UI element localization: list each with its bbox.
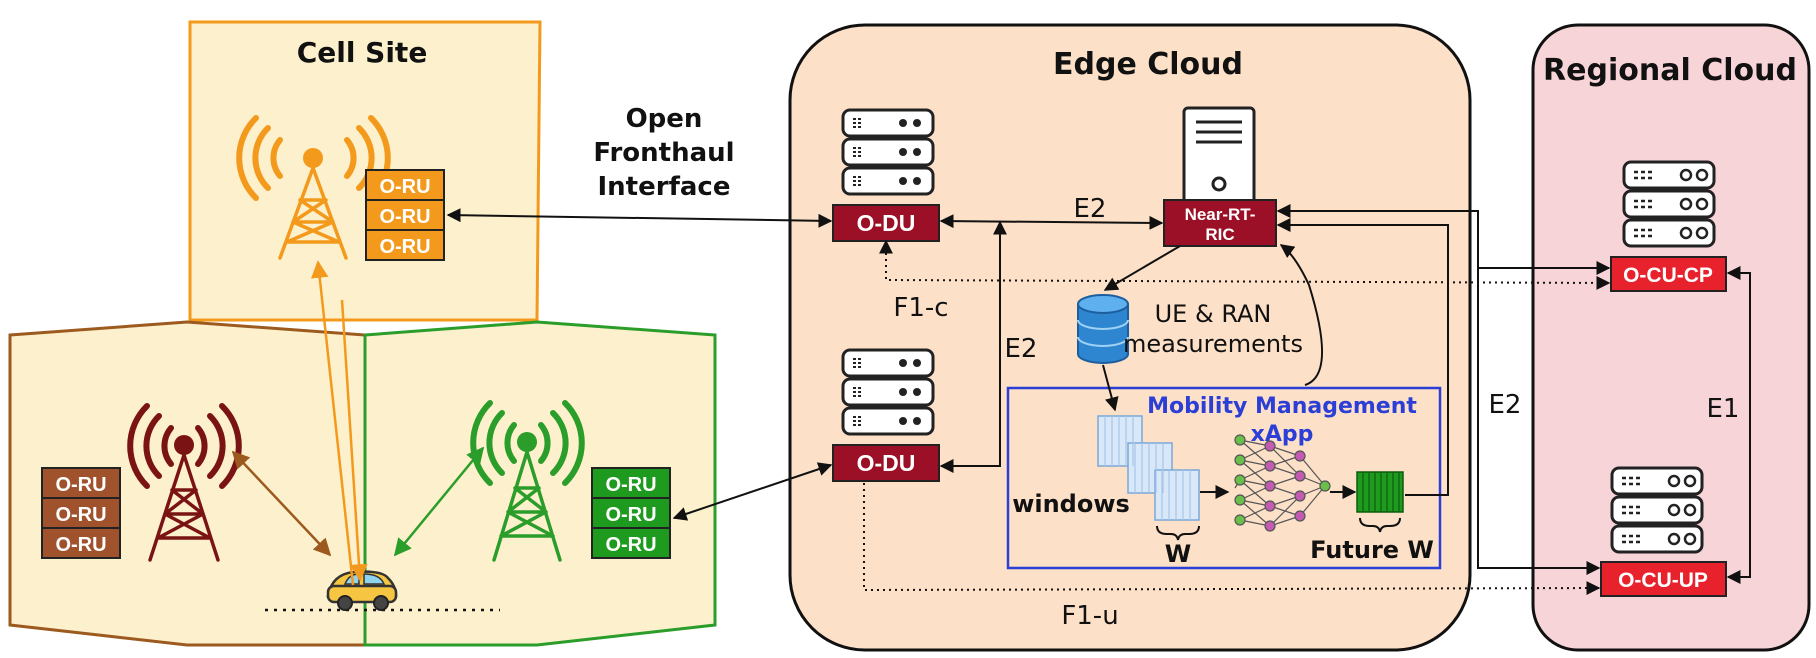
xapp-title-line1: Mobility Management — [1147, 394, 1417, 419]
xapp-title-line2: xApp — [1251, 422, 1314, 447]
ocucp-server-icon — [1622, 160, 1716, 248]
ocucp-ocuup-e1-arrow — [1726, 266, 1751, 584]
database-to-xapp-arrow — [1102, 364, 1119, 412]
f1c-dotted-link — [879, 239, 1611, 290]
odu-top-label: O-DU — [857, 210, 916, 236]
cell-site-title: Cell Site — [297, 36, 428, 69]
ru-orange-3: O-RU — [379, 236, 430, 258]
fronthaul-label-line1: Open — [626, 104, 703, 134]
fronthaul-label-line2: Fronthaul — [593, 138, 734, 168]
fronthaul-label-line3: Interface — [598, 172, 731, 202]
ric-label-line2: RIC — [1205, 225, 1234, 244]
odu-bottom-box — [832, 444, 940, 482]
odu-bottom-server-icon — [841, 348, 935, 436]
measurements-line2: measurements — [1123, 330, 1303, 358]
ric-box — [1163, 199, 1277, 247]
windows-label: windows — [1012, 490, 1130, 518]
odu-bottom-label: O-DU — [857, 450, 916, 476]
car-to-green-tower-arrow — [393, 446, 485, 557]
cell-site-hexagon-green — [363, 320, 717, 647]
ru-green-3: O-RU — [605, 534, 656, 556]
ru-green-2: O-RU — [605, 504, 656, 526]
future-w-label: Future W — [1310, 536, 1434, 564]
neural-network-icon — [1234, 434, 1331, 532]
xapp-box — [1006, 386, 1442, 570]
green-ru-to-odu-arrow — [672, 462, 833, 521]
ru-stack-orange: O-RU O-RU O-RU — [365, 169, 445, 261]
car-to-orange-tower-arrow-2 — [340, 299, 368, 582]
ru-stack-green: O-RU O-RU O-RU — [591, 467, 671, 559]
odu-top-server-icon — [841, 108, 935, 196]
ru-green-1: O-RU — [605, 474, 656, 496]
ru-brown-2: O-RU — [55, 504, 106, 526]
ru-orange-1: O-RU — [379, 176, 430, 198]
ocuup-label: O-CU-UP — [1618, 569, 1708, 592]
e2-label-right: E2 — [1489, 390, 1522, 420]
ru-stack-brown: O-RU O-RU O-RU — [41, 467, 121, 559]
ocucp-label: O-CU-CP — [1623, 264, 1713, 287]
car-to-orange-tower-arrow — [310, 260, 355, 586]
measurements-line1: UE & RAN — [1155, 300, 1272, 328]
car-icon — [326, 570, 398, 611]
edge-cloud-title: Edge Cloud — [1053, 47, 1243, 82]
ric-computer-icon — [1182, 106, 1256, 210]
car-to-brown-tower-arrow — [231, 450, 332, 557]
ru-orange-2: O-RU — [379, 206, 430, 228]
ru-brown-1: O-RU — [55, 474, 106, 496]
e2-label-top: E2 — [1074, 194, 1107, 224]
odu-bottom-to-ric-e2-arrow — [939, 220, 1007, 473]
w-label: W — [1165, 540, 1191, 568]
fronthaul-link-arrow — [446, 208, 833, 228]
w-brace-icon — [1156, 525, 1200, 541]
ocuup-server-icon — [1610, 466, 1704, 554]
future-w-block-icon — [1356, 471, 1404, 513]
f1c-label: F1-c — [893, 293, 948, 323]
ocuup-box — [1600, 561, 1727, 597]
ric-label-line1: Near-RT- — [1185, 205, 1256, 224]
ru-brown-3: O-RU — [55, 534, 106, 556]
regional-cloud-region — [1531, 23, 1811, 652]
e2-label-middle: E2 — [1005, 334, 1038, 364]
f1u-label: F1-u — [1061, 601, 1118, 631]
cell-tower-brown-icon — [127, 403, 242, 562]
regional-cloud-title: Regional Cloud — [1543, 53, 1797, 88]
windows-stack-icon — [1097, 415, 1200, 521]
ocucp-box — [1610, 256, 1727, 292]
e1-label: E1 — [1707, 394, 1740, 424]
future-w-brace-icon — [1359, 517, 1401, 533]
database-icon — [1077, 294, 1129, 364]
ric-to-ocuup-e2-arrow — [1477, 268, 1601, 575]
